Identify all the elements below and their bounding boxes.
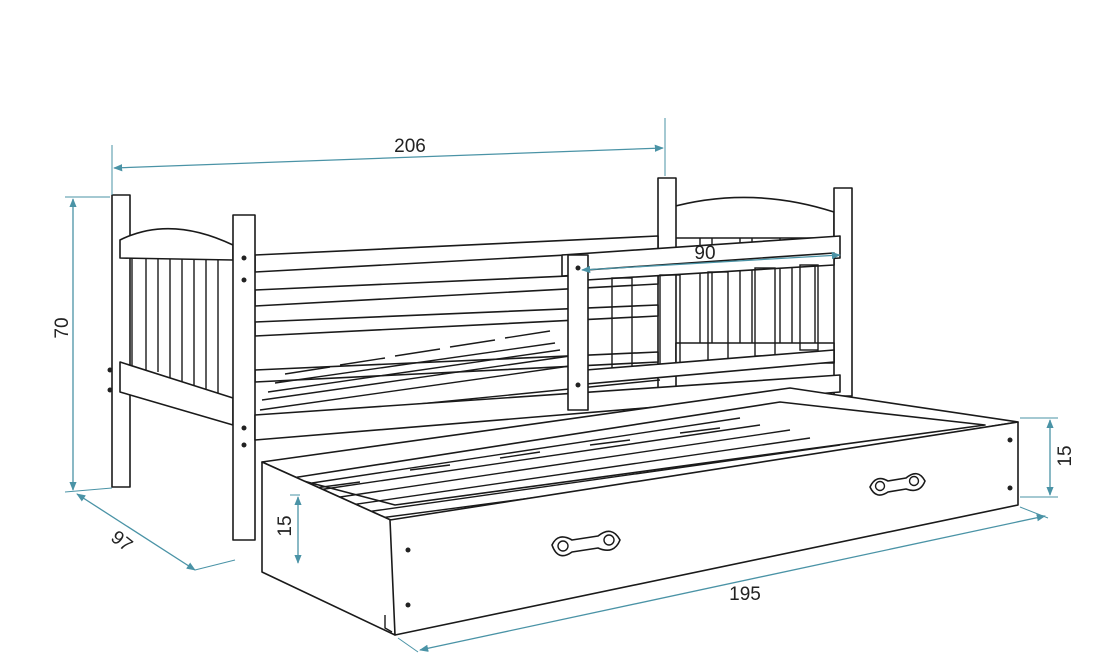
dimension-label-depth: 97 <box>107 527 137 557</box>
left-headboard <box>107 194 256 541</box>
dimension-label-height: 70 <box>52 317 73 338</box>
dimension-label-drawer-height-right: 15 <box>1055 445 1076 466</box>
dimension-15-left: 15 <box>275 494 302 564</box>
dimension-label-length: 206 <box>394 136 426 157</box>
dimension-70: 70 <box>52 196 113 493</box>
front-rail <box>254 374 841 441</box>
dimension-90: 90 <box>581 243 841 274</box>
dimension-206: 206 <box>111 118 666 195</box>
dimension-195: 195 <box>397 506 1049 653</box>
main-slats <box>257 330 661 421</box>
dimension-97: 97 <box>76 493 236 571</box>
dimension-label-drawer-height-left: 15 <box>275 515 296 536</box>
dimension-label-guard-rail: 90 <box>694 243 715 264</box>
dimension-15-right: 15 <box>1020 417 1076 498</box>
dimension-label-drawer-length: 195 <box>729 584 761 605</box>
drawer-handle-right[interactable] <box>869 472 926 496</box>
